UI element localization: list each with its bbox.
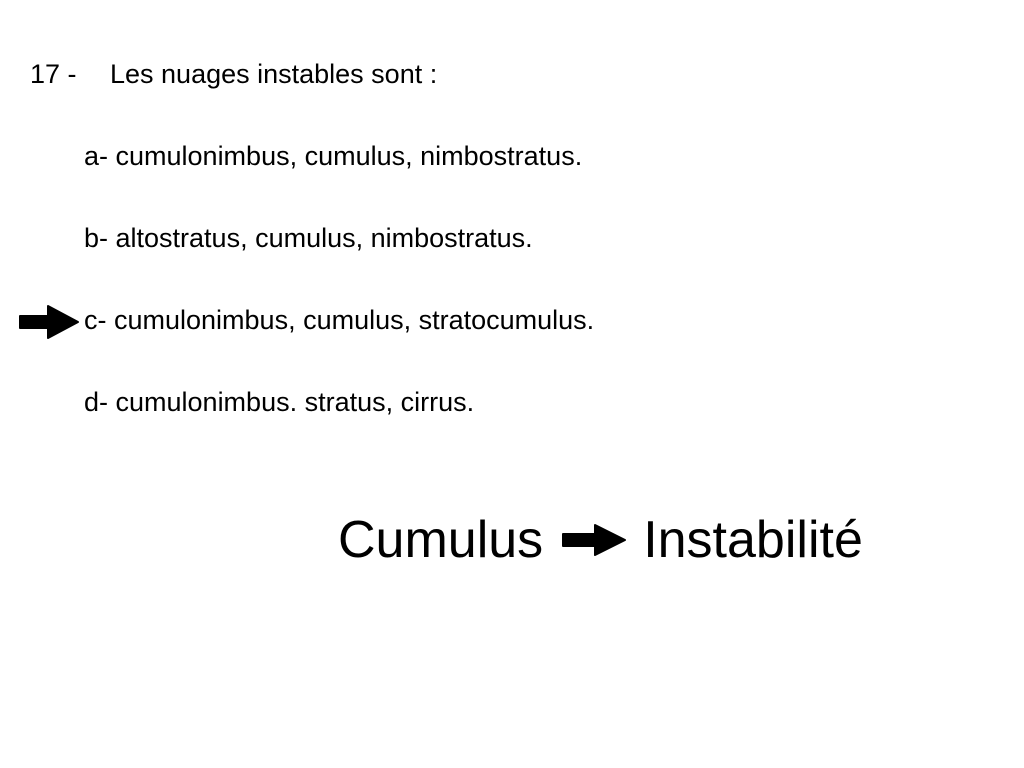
conclusion-left: Cumulus	[338, 511, 544, 569]
question-heading: 17 - Les nuages instables sont :	[30, 56, 437, 92]
option-c: c- cumulonimbus, cumulus, stratocumulus.	[84, 305, 595, 335]
conclusion: Cumulus Instabilité	[338, 508, 863, 572]
question-text: Les nuages instables sont :	[110, 59, 438, 89]
right-arrow-icon	[19, 305, 79, 339]
option-a: a- cumulonimbus, cumulus, nimbostratus.	[84, 141, 583, 171]
option-b: b- altostratus, cumulus, nimbostratus.	[84, 223, 533, 253]
right-arrow-icon	[562, 524, 627, 556]
conclusion-right: Instabilité	[643, 511, 863, 569]
option-d: d- cumulonimbus. stratus, cirrus.	[84, 387, 475, 417]
question-number: 17 -	[30, 59, 77, 89]
